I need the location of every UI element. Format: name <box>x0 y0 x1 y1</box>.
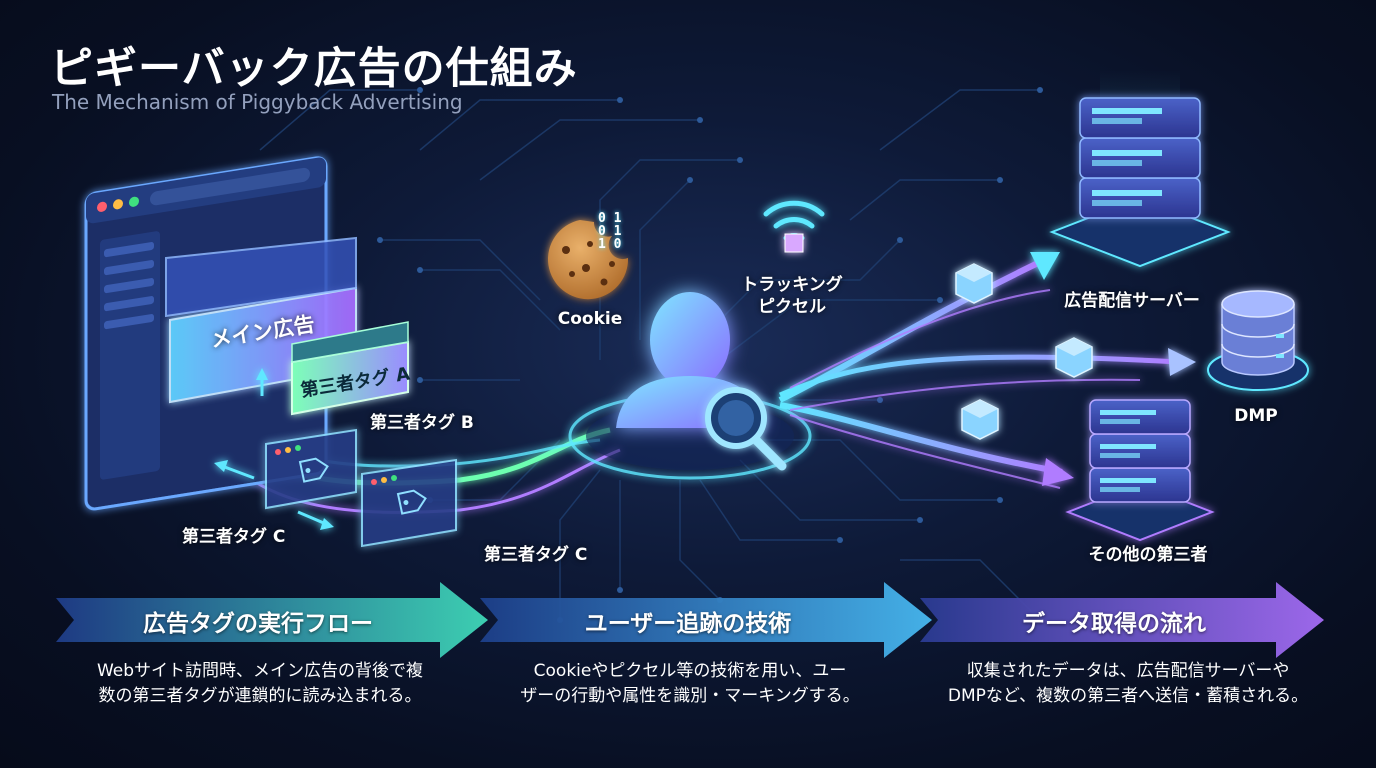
stage-arrows <box>56 582 1324 658</box>
server-icon <box>1065 399 1215 542</box>
data-packet-icon <box>955 263 1093 440</box>
stage-1-title: 広告タグの実行フロー <box>143 611 373 637</box>
stage-1-description: Webサイト訪問時、メイン広告の背後で複 数の第三者タグが連鎖的に読み込まれる。 <box>60 659 460 709</box>
stage-3-description-line: DMPなど、複数の第三者へ送信・蓄積される。 <box>947 686 1309 706</box>
cookie-bits: 0 1 0 1 1 0 <box>598 212 621 251</box>
cookie-bit-row: 1 0 <box>598 237 622 252</box>
ad-server-label: 広告配信サーバー <box>1064 291 1200 311</box>
page-title: ピギーバック広告の仕組み <box>50 44 578 94</box>
tag-c-left-label: 第三者タグ C <box>182 527 286 547</box>
tag-b-panel <box>265 428 357 510</box>
price-tag-icon <box>396 489 427 515</box>
stage-arrow-2 <box>480 582 932 658</box>
magnifier-icon <box>705 387 787 471</box>
stage-2-title: ユーザー追跡の技術 <box>584 611 792 637</box>
cookie-icon <box>548 220 629 300</box>
stage-2-description-line: Cookieやピクセル等の技術を用い、ユー <box>533 661 847 681</box>
stage-2-description-line: ザーの行動や属性を識別・マーキングする。 <box>520 686 860 706</box>
tracking-pixel-label: トラッキング ピクセル <box>741 274 843 318</box>
database-icon <box>1207 290 1309 391</box>
page-subtitle: The Mechanism of Piggyback Advertising <box>52 90 463 114</box>
outgoing-flows <box>778 252 1196 489</box>
tracking-pixel-label-line: トラッキング <box>741 275 843 295</box>
tracking-pixel-icon <box>763 200 825 253</box>
stage-3-description-line: 収集されたデータは、広告配信サーバーや <box>966 661 1290 681</box>
stage-2-description: Cookieやピクセル等の技術を用い、ユー ザーの行動や属性を識別・マーキングす… <box>490 659 890 709</box>
tracking-pixel-label-line: ピクセル <box>758 297 826 317</box>
circuit-nodes <box>377 87 1043 623</box>
price-tag-icon <box>298 457 329 483</box>
stage-1-description-line: Webサイト訪問時、メイン広告の背後で複 <box>96 661 424 681</box>
dmp-label: DMP <box>1234 406 1278 426</box>
tag-a-panel <box>291 321 409 416</box>
cookie-bit-row: 0 1 <box>598 211 622 226</box>
other-third-parties-label: その他の第三者 <box>1088 545 1208 565</box>
tag-c-bottom-label: 第三者タグ C <box>484 545 588 565</box>
circuit-background <box>259 89 1041 621</box>
cookie-label: Cookie <box>557 309 623 329</box>
cookie-bit-row: 0 1 <box>598 224 622 239</box>
tag-b-label: 第三者タグ B <box>370 413 474 433</box>
stage-3-title: データ取得の流れ <box>1022 611 1206 637</box>
tag-c-panel <box>361 458 457 548</box>
stage-arrow-1 <box>56 582 488 658</box>
stage-arrow-3 <box>920 582 1324 658</box>
server-icon <box>1049 70 1231 268</box>
stage-3-description: 収集されたデータは、広告配信サーバーや DMPなど、複数の第三者へ送信・蓄積され… <box>928 659 1328 709</box>
stage-1-description-line: 数の第三者タグが連鎖的に読み込まれる。 <box>98 686 422 706</box>
tag-c-arrows <box>214 368 334 530</box>
